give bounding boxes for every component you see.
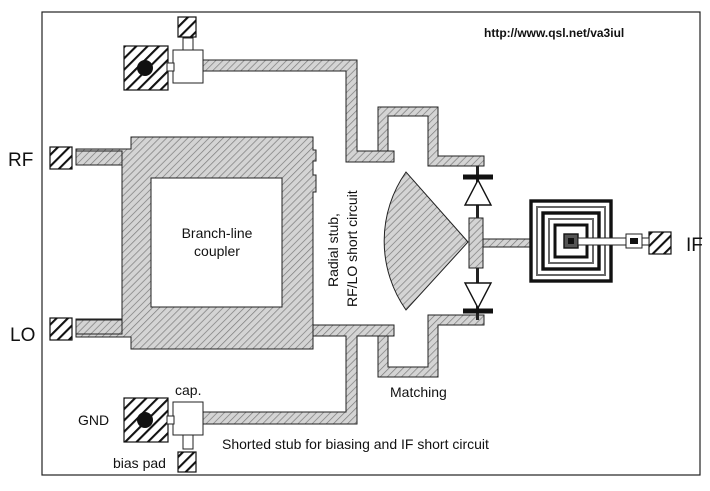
bottom-via-icon xyxy=(137,412,153,428)
rf-feed-line xyxy=(75,150,123,166)
coupler-inner-square xyxy=(150,177,283,308)
radial-stub-label-line1: Radial stub, xyxy=(325,213,341,287)
radial-stub-label-line2: RF/LO short circuit xyxy=(344,190,360,307)
rf-port-label: RF xyxy=(8,150,33,171)
coupler-label-line2: coupler xyxy=(194,243,240,259)
cap-label: cap. xyxy=(175,382,201,398)
lower-matching-stub xyxy=(377,314,485,378)
matching-label: Matching xyxy=(390,384,447,400)
if-line xyxy=(482,238,532,248)
top-via-icon xyxy=(137,60,153,76)
if-port-label: IF xyxy=(686,235,703,256)
bottom-capacitor xyxy=(172,401,204,436)
bottom-bias-pad xyxy=(177,451,197,473)
upper-matching-stub xyxy=(377,106,485,167)
top-capacitor xyxy=(172,49,204,84)
radial-stub xyxy=(383,171,469,311)
shorted-stub-label: Shorted stub for biasing and IF short ci… xyxy=(222,436,489,452)
if-output-line xyxy=(577,237,627,246)
coupler-label-line1: Branch-line xyxy=(182,225,253,241)
upper-diode-icon xyxy=(463,174,493,206)
upper-bias-line xyxy=(201,59,395,163)
gnd-label: GND xyxy=(78,412,109,428)
diagram-frame xyxy=(41,11,701,476)
if-port-pad xyxy=(648,231,672,255)
bias-pad-label: bias pad xyxy=(113,455,166,471)
bottom-cap-lead xyxy=(182,434,194,450)
source-url: http://www.qsl.net/va3iul xyxy=(484,26,624,40)
lo-port-label: LO xyxy=(10,325,35,346)
diode-junction-line xyxy=(468,217,484,269)
lo-port-pad xyxy=(49,317,73,341)
lo-feed-line xyxy=(75,319,123,335)
top-bias-pad xyxy=(177,16,197,38)
top-cap-lead xyxy=(182,37,194,51)
rf-port-pad xyxy=(49,146,73,170)
lower-diode-icon xyxy=(463,282,493,314)
